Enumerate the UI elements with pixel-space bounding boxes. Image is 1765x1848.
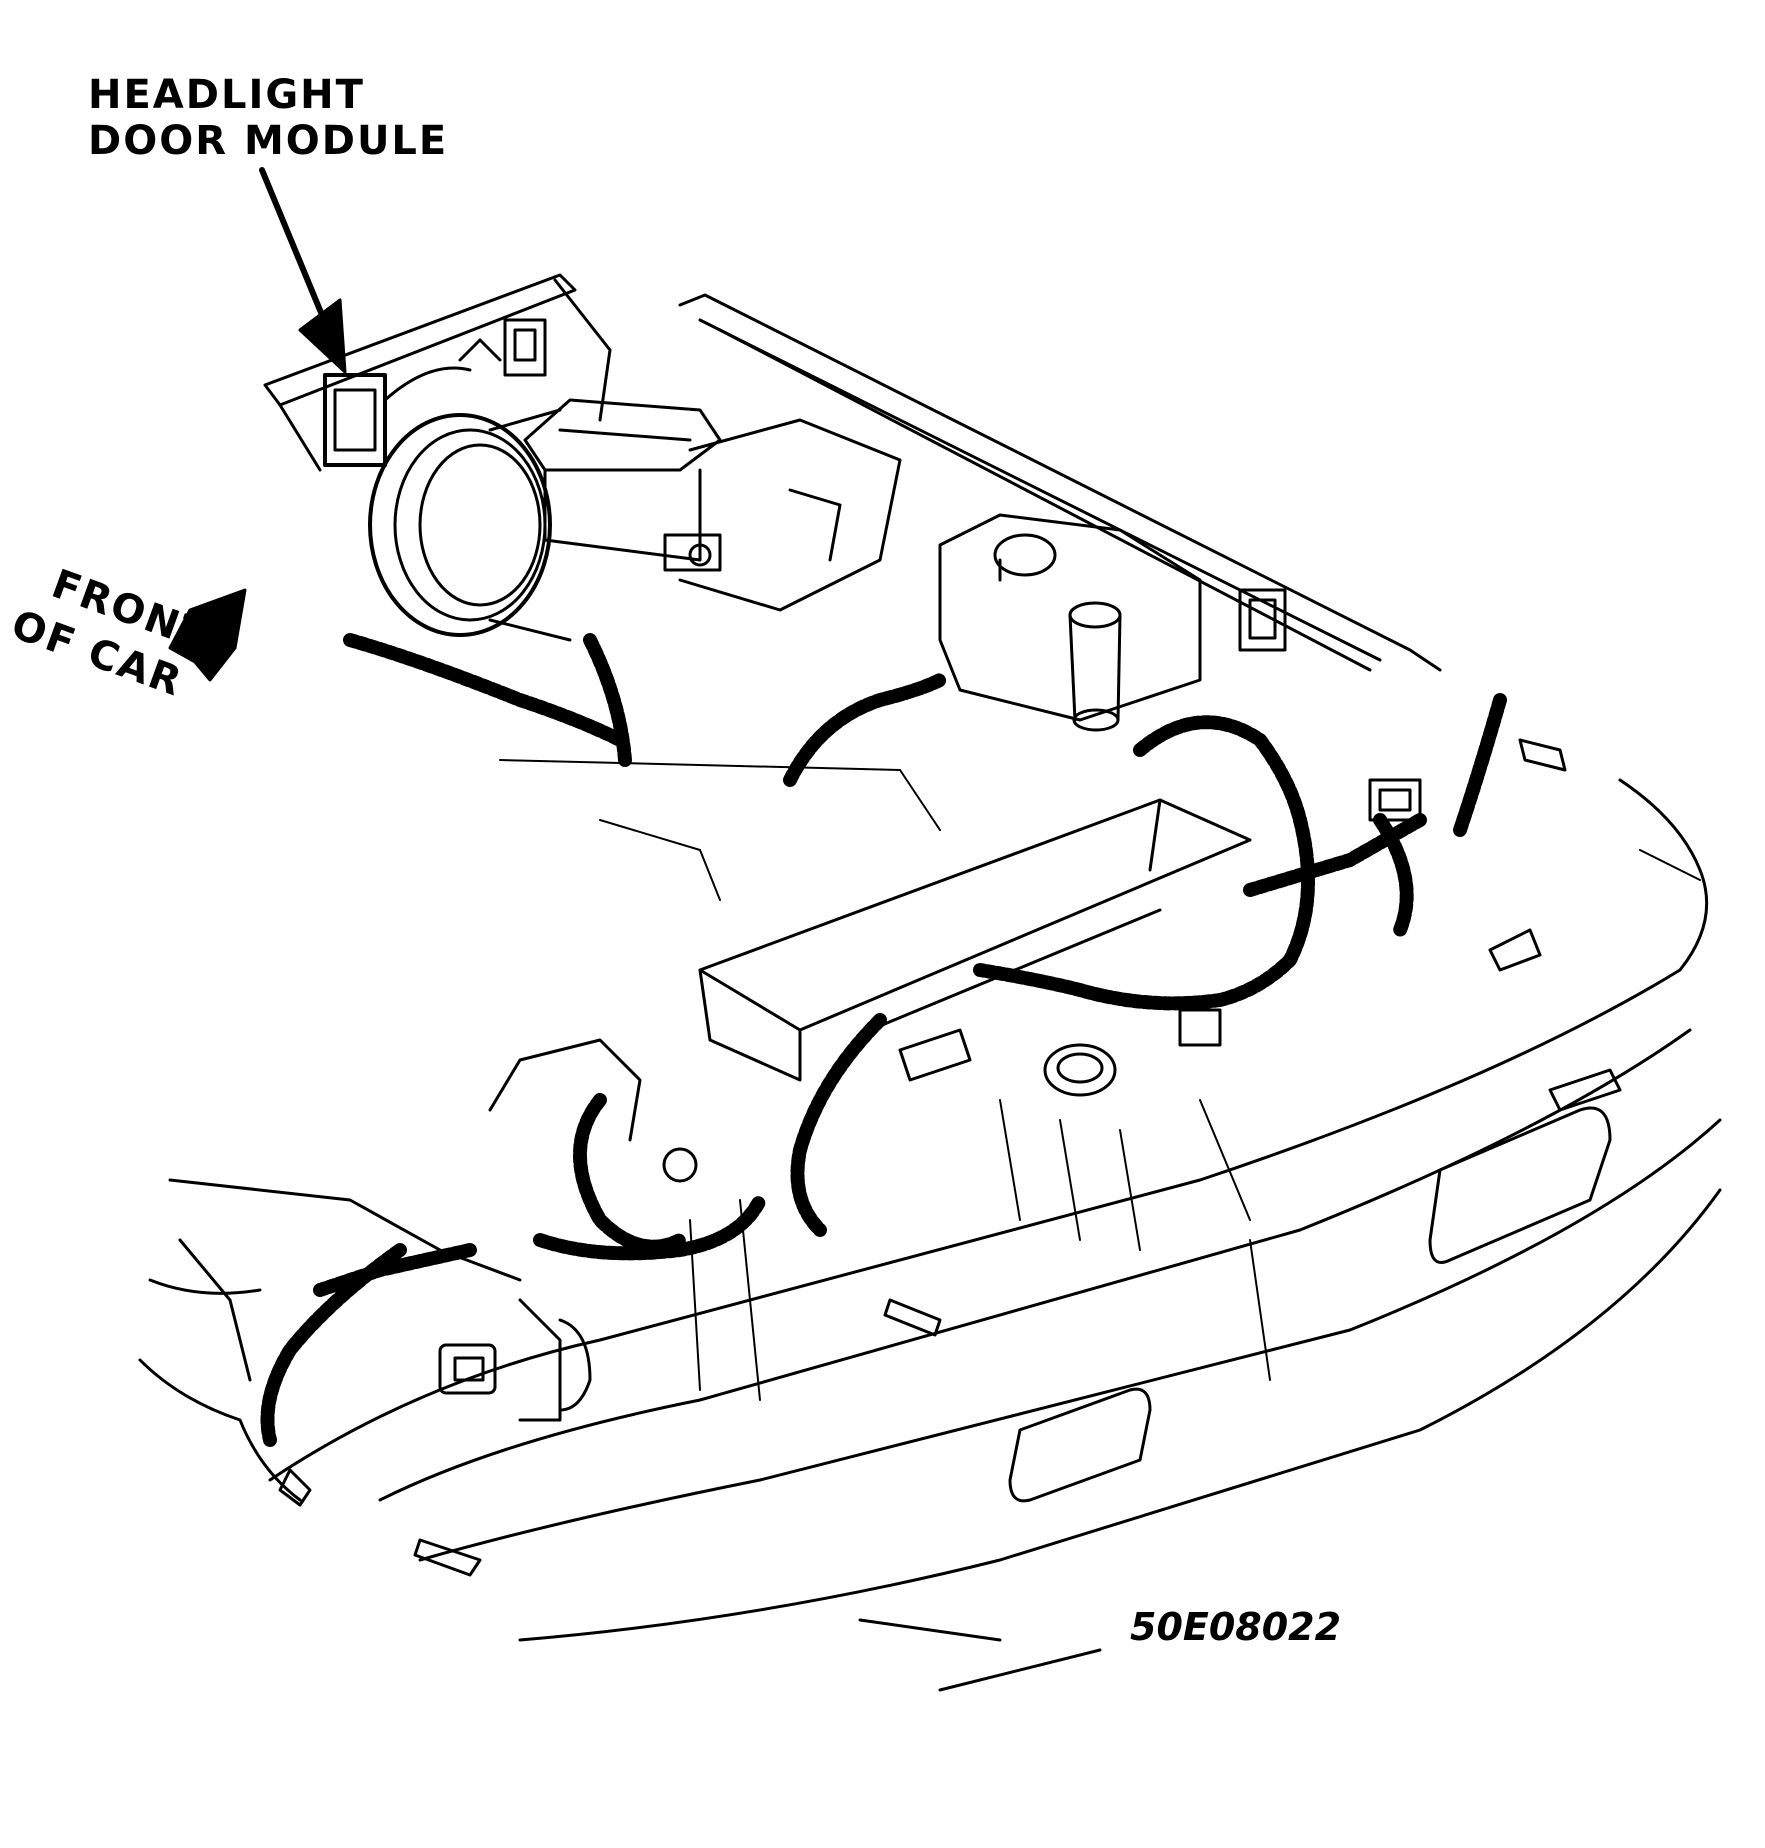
- headlight-door-module: [323, 366, 472, 467]
- headlight-door-module-label: HEADLIGHT DOOR MODULE: [88, 72, 448, 164]
- right-side-relays: [1178, 588, 1567, 1047]
- master-cylinder: [523, 398, 722, 572]
- center-round-component: [1043, 1043, 1117, 1097]
- lower-left-components: [438, 1038, 698, 1422]
- left-fender-upper: [263, 273, 612, 472]
- canister: [1068, 601, 1122, 732]
- wiring-harness: [260, 633, 1507, 1447]
- coolant-reservoir: [938, 513, 1202, 722]
- left-fender: [138, 1178, 522, 1502]
- headlight-label-line-2: DOOR MODULE: [88, 118, 449, 164]
- headlight-callout-arrow: [259, 167, 347, 374]
- bulb-sockets: [278, 928, 1622, 1577]
- module-connectors: [458, 318, 547, 377]
- figure-code: 50E08022: [1130, 1605, 1342, 1649]
- brake-booster: [368, 408, 572, 642]
- misc-structure-lines: [499, 759, 1701, 1401]
- radiator-support: [698, 798, 1252, 1082]
- front-of-car-arrow: [168, 588, 247, 682]
- cowl-panel: [678, 293, 1442, 672]
- headlight-label-line-1: HEADLIGHT: [88, 72, 365, 118]
- front-fascia: [268, 778, 1722, 1692]
